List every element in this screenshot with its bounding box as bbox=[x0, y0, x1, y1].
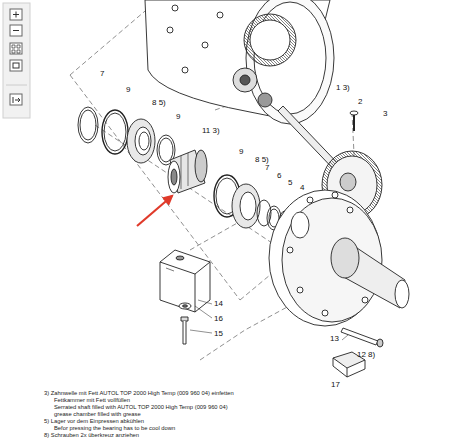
note-text: Fettkammer mit Fett vollfüllen bbox=[54, 398, 130, 404]
callout-number: 16 bbox=[214, 315, 223, 323]
note-text: Befor pressing the bearing has to be coo… bbox=[54, 426, 175, 432]
hub bbox=[269, 190, 409, 326]
callout-number: 9 bbox=[239, 148, 243, 156]
callout-number: 7 bbox=[265, 164, 269, 172]
callout-number: 3 bbox=[383, 110, 387, 118]
callout-number: 9 bbox=[176, 113, 180, 121]
note-text: 3) Zahnwelle mit Fett AUTOL TOP 2000 Hig… bbox=[44, 391, 234, 397]
callout-number: 17 bbox=[331, 381, 340, 389]
callout-number: 12 8) bbox=[357, 351, 375, 359]
note-text: 8) Schrauben 2x überkreuz anziehen bbox=[44, 433, 139, 439]
splined-sleeve bbox=[168, 150, 207, 193]
callout-number: 2 bbox=[358, 98, 362, 106]
callout-number: 7 bbox=[100, 70, 104, 78]
drum bbox=[145, 0, 334, 124]
callout-number: 15 bbox=[214, 330, 223, 338]
note-text: grease chamber filled with grease bbox=[54, 412, 141, 418]
note-text: Serrated shaft filled with AUTOL TOP 200… bbox=[54, 405, 228, 411]
callout-number: 6 bbox=[277, 172, 281, 180]
callout-number: 4 bbox=[300, 184, 304, 192]
toolbar bbox=[3, 3, 30, 118]
ring bbox=[78, 107, 175, 165]
callout-number: 8 5) bbox=[255, 156, 269, 164]
callout-number: 14 bbox=[214, 300, 223, 308]
screw bbox=[333, 328, 383, 377]
callout-number: 5 bbox=[288, 179, 292, 187]
callout-number: 13 bbox=[330, 335, 339, 343]
callout-number: 11 3) bbox=[202, 127, 220, 135]
red-arrow bbox=[137, 196, 172, 226]
clamp-block bbox=[160, 250, 212, 344]
note-text: 5) Lager vor dem Einpressen abkühlen bbox=[44, 419, 144, 425]
callout-number: 8 5) bbox=[152, 99, 166, 107]
callout-number: 9 bbox=[126, 86, 130, 94]
callout-number: 1 3) bbox=[336, 84, 350, 92]
